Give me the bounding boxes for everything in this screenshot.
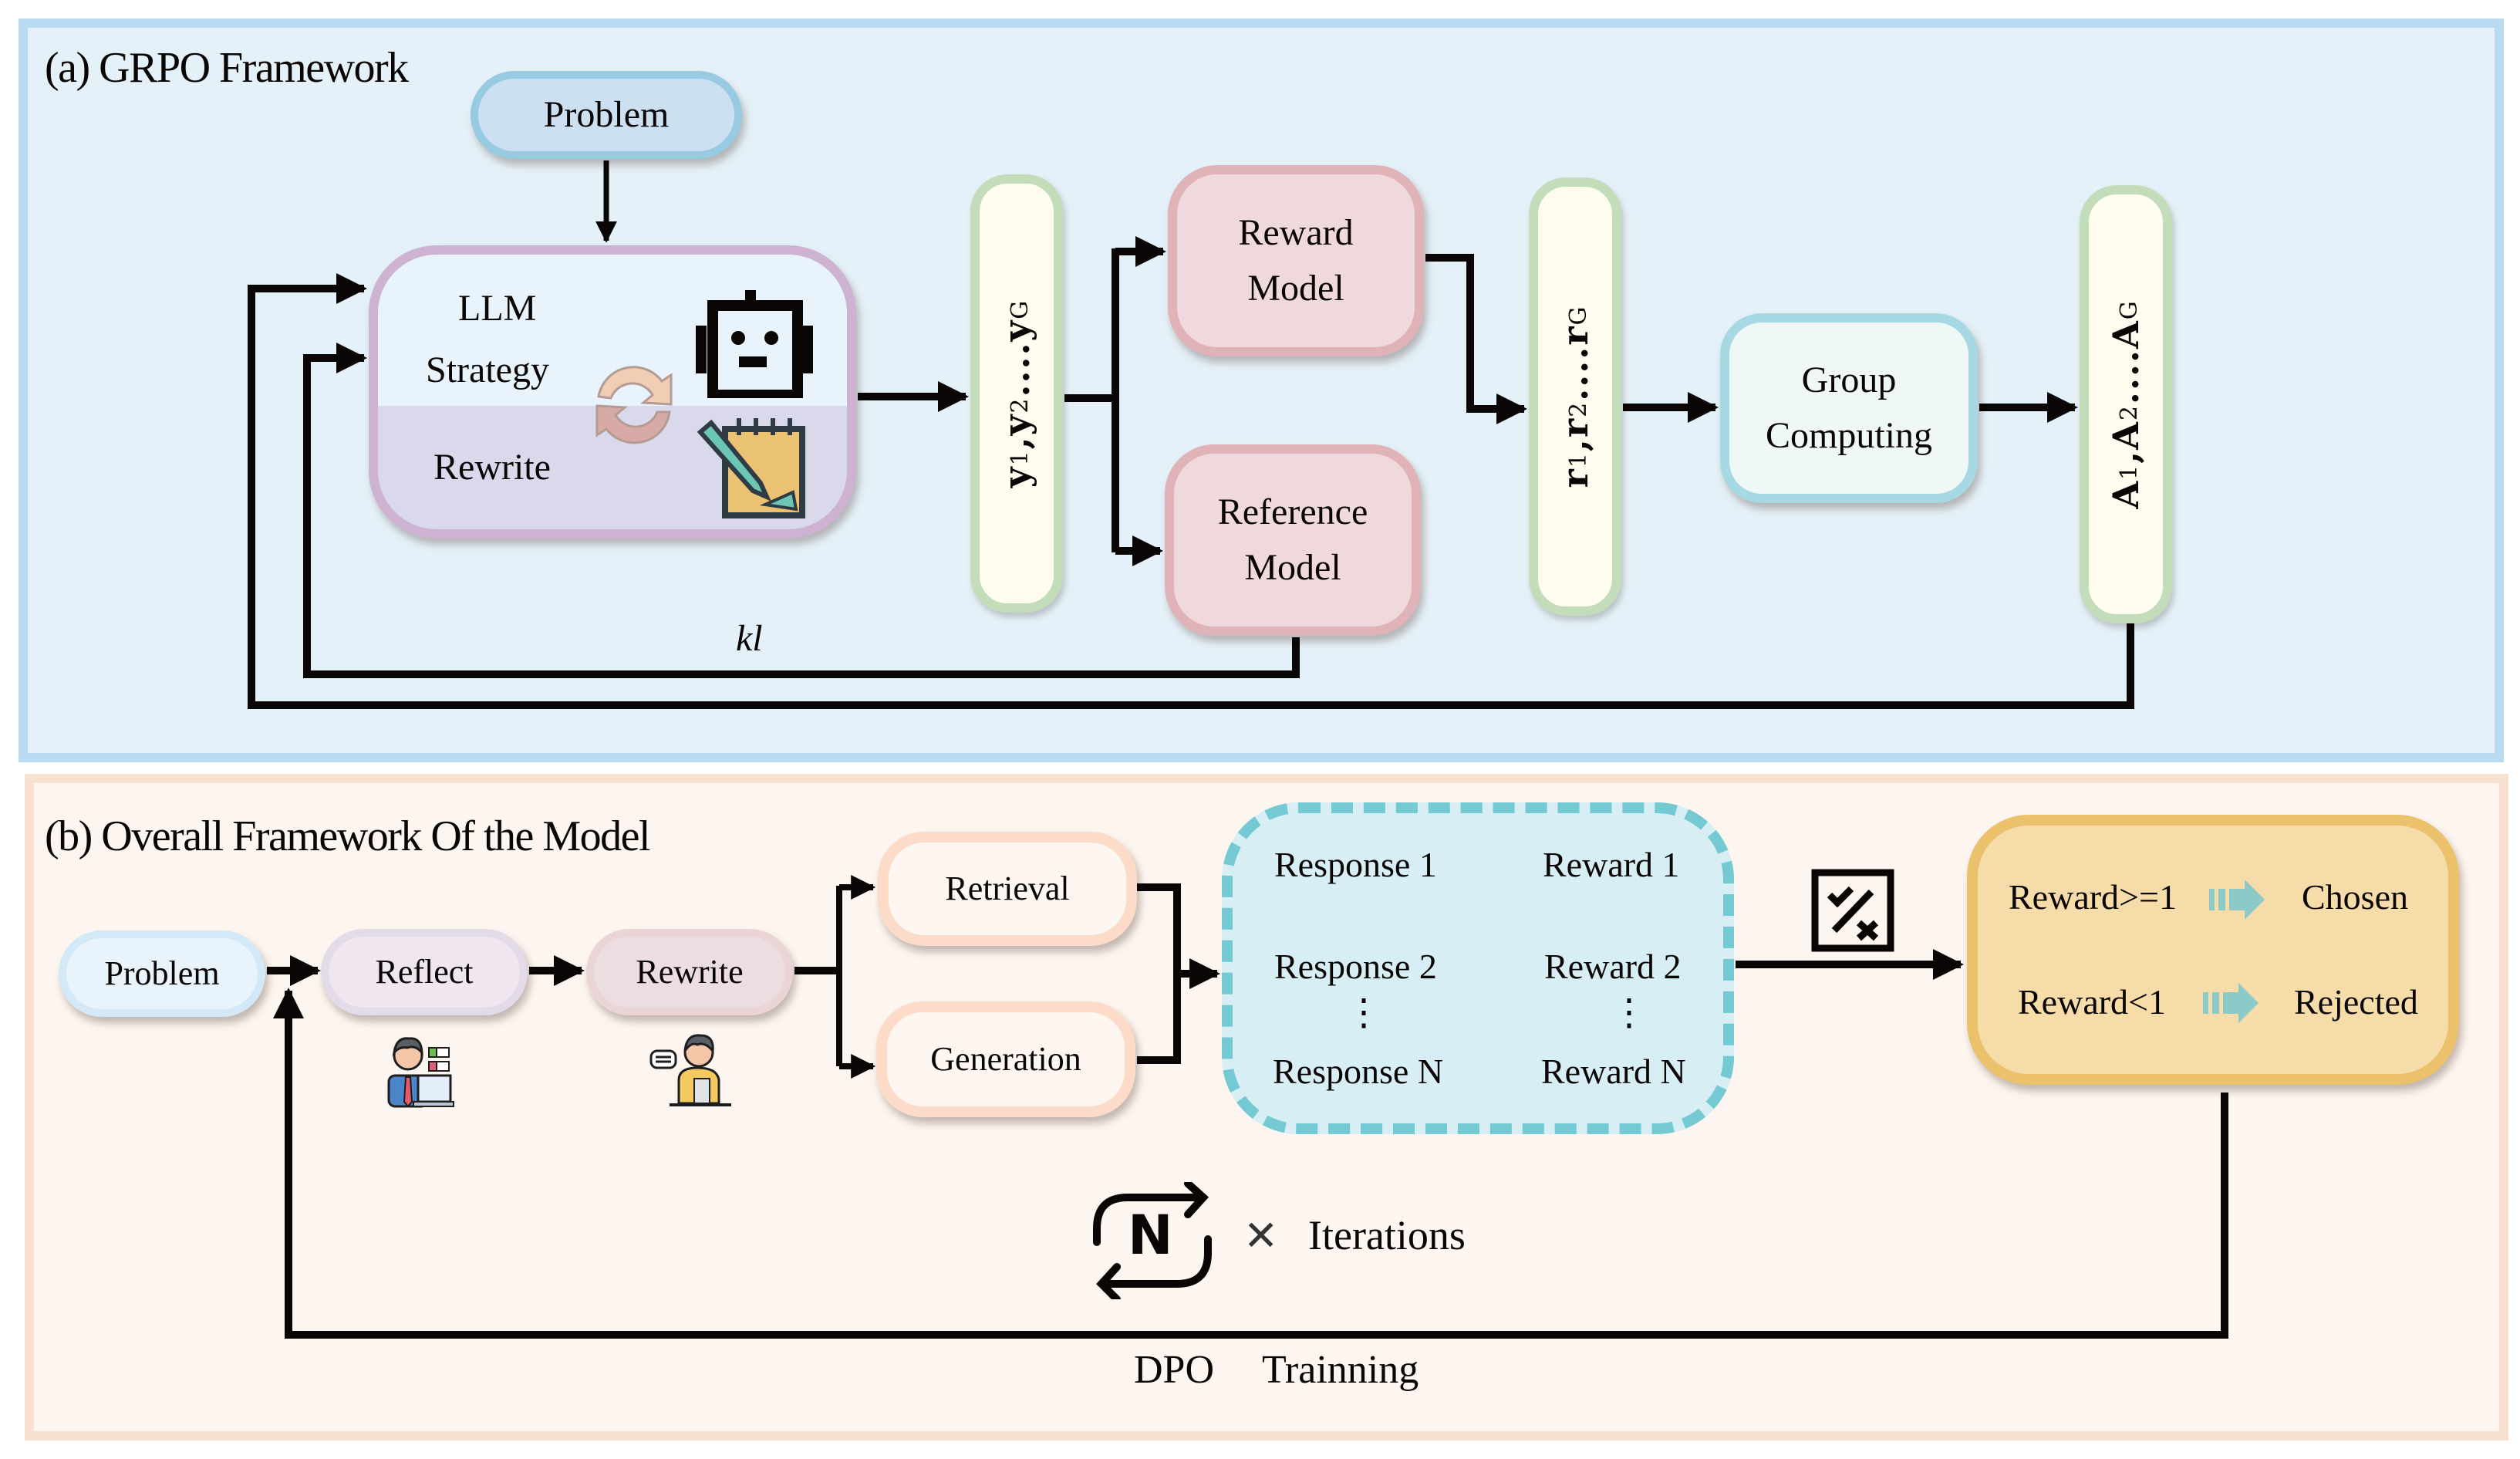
response-n: Response N — [1273, 1052, 1444, 1091]
reward-n: Reward N — [1541, 1052, 1686, 1091]
problem-node-b[interactable]: Problem — [59, 930, 265, 1017]
retrieval-label: Retrieval — [945, 870, 1070, 907]
group-computing-line1: Group — [1801, 360, 1897, 400]
rewrite-person-icon — [649, 1034, 731, 1106]
iterations-label: Iterations — [1308, 1212, 1466, 1258]
strategy-label: Strategy — [426, 350, 549, 390]
generation-node[interactable]: Generation — [876, 1001, 1135, 1117]
reward-1: Reward 1 — [1543, 845, 1680, 884]
response-2: Response 2 — [1274, 947, 1437, 986]
rewards-r-group[interactable]: r1,r2....rG — [1529, 177, 1621, 616]
iterations-n-symbol: N — [1128, 1204, 1173, 1267]
chosen-condition: Reward>=1 — [2009, 877, 2177, 917]
advantages-a-group[interactable]: A1,A2....AG — [2080, 185, 2172, 623]
retrieval-node[interactable]: Retrieval — [878, 832, 1137, 946]
chosen-rejected-box[interactable] — [1967, 815, 2459, 1085]
group-computing-box[interactable]: Group Computing — [1720, 313, 1978, 503]
panel-a-title: (a) GRPO Framework — [45, 44, 409, 92]
rewrite-b-label: Rewrite — [636, 953, 744, 991]
times-icon: ✕ — [1243, 1211, 1279, 1260]
generation-label: Generation — [930, 1040, 1081, 1078]
reflect-node[interactable]: Reflect — [321, 929, 528, 1015]
rewrite-node[interactable]: Rewrite — [586, 929, 793, 1015]
reference-model-box[interactable]: Reference Model — [1165, 444, 1421, 636]
rewrite-label: Rewrite — [433, 447, 551, 488]
check-cross-evaluation-icon — [1811, 869, 1894, 952]
reward-model-line2: Model — [1247, 268, 1344, 309]
notepad-pencil-icon — [697, 418, 805, 518]
reward-model-box[interactable]: Reward Model — [1168, 165, 1424, 356]
problem-node-a[interactable]: Problem — [471, 71, 742, 159]
reference-model-line2: Model — [1244, 547, 1341, 588]
refresh-cycle-icon — [595, 366, 673, 444]
dpo-label: DPO — [1134, 1348, 1215, 1392]
rejected-condition: Reward<1 — [2018, 982, 2166, 1022]
reflect-person-icon — [387, 1037, 454, 1108]
responses-y-group[interactable]: y1,y2....yG — [970, 174, 1063, 613]
reward-vdots: ⋮ — [1611, 992, 1648, 1033]
rejected-arrow-icon — [2203, 983, 2259, 1023]
llm-label: LLM — [458, 288, 537, 329]
problem-label: Problem — [543, 94, 670, 135]
rejected-label: Rejected — [2294, 982, 2418, 1022]
r-group-label: r1,r2....rG — [1554, 305, 1596, 488]
group-computing-line2: Computing — [1765, 415, 1933, 456]
trainning-label: Trainning — [1262, 1348, 1419, 1392]
reference-model-line1: Reference — [1217, 491, 1368, 532]
kl-label: kl — [736, 618, 763, 659]
llm-strategy-rewrite-box[interactable]: LLM Strategy Rewrite — [369, 245, 856, 539]
a-group-label: A1,A2....AG — [2105, 299, 2147, 509]
response-vdots: ⋮ — [1345, 992, 1382, 1033]
reward-2: Reward 2 — [1544, 947, 1682, 986]
robot-icon — [696, 290, 813, 398]
chosen-label: Chosen — [2302, 877, 2408, 917]
chosen-arrow-icon — [2209, 880, 2265, 920]
panel-b-title: (b) Overall Framework Of the Model — [45, 812, 651, 860]
y-group-label: y1,y2....yG — [996, 299, 1037, 488]
response-1: Response 1 — [1274, 845, 1437, 884]
reward-model-line1: Reward — [1238, 212, 1354, 253]
reflect-label: Reflect — [375, 953, 474, 991]
problem-b-label: Problem — [104, 954, 220, 992]
